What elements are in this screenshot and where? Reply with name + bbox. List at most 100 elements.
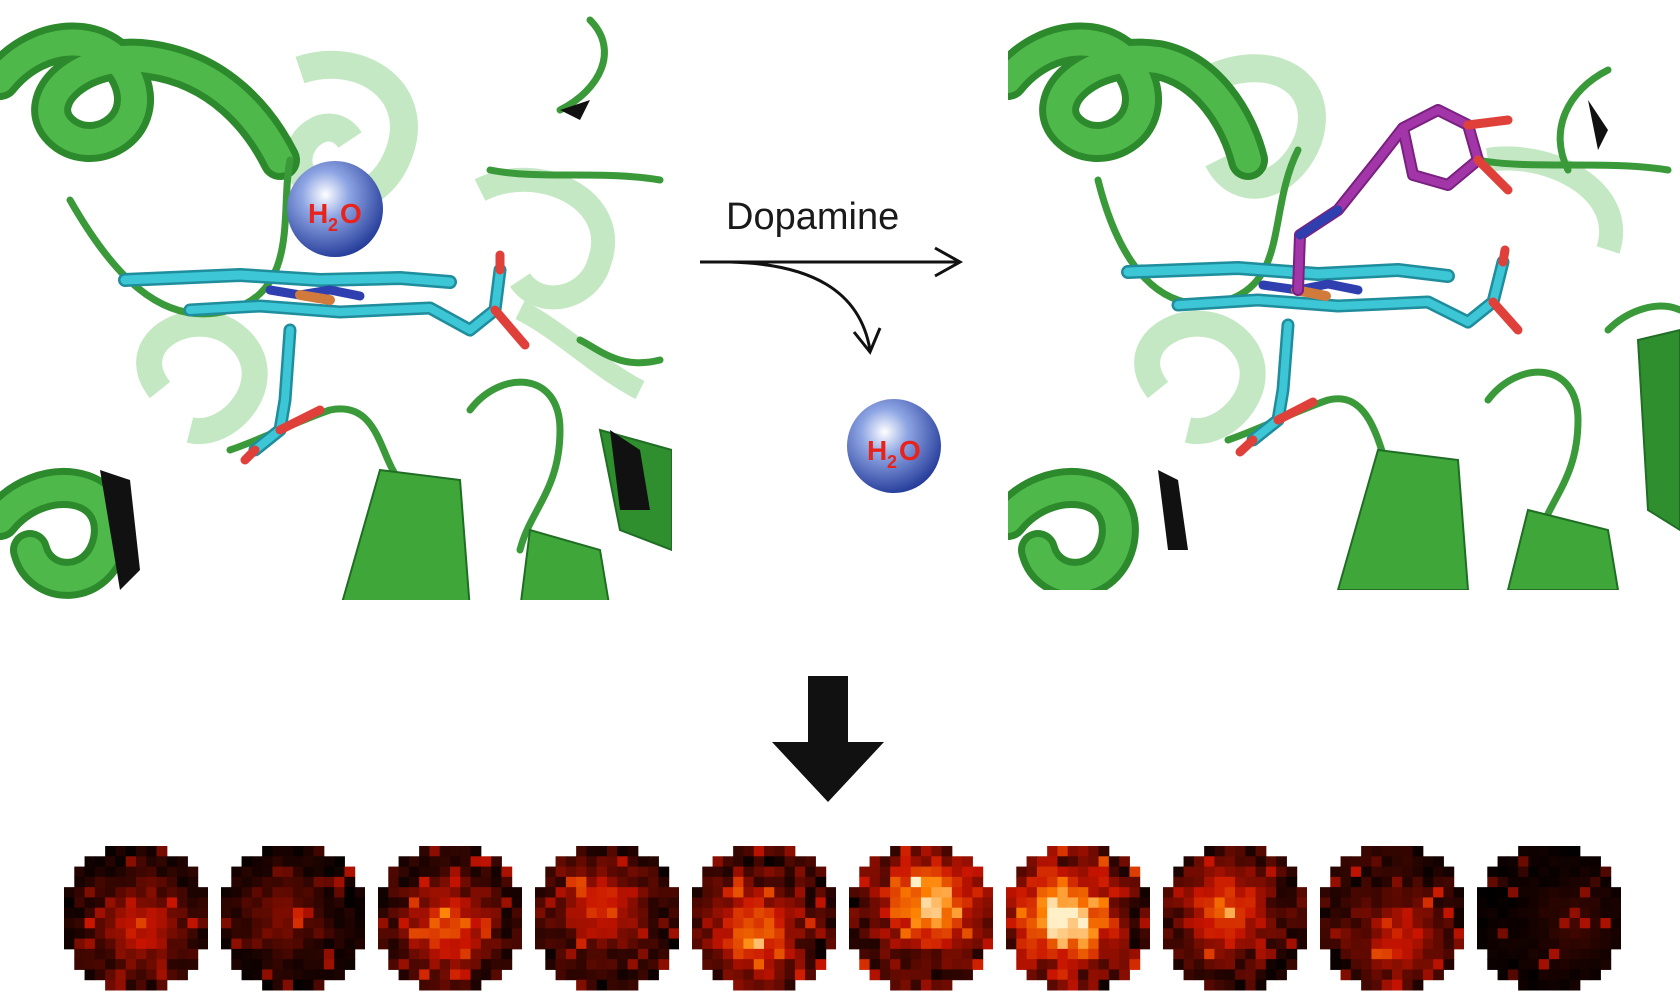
heatmap-pixel (586, 948, 598, 960)
heatmap-pixel (1016, 897, 1028, 909)
heatmap-pixel (753, 969, 765, 981)
heatmap-pixel (1255, 897, 1267, 909)
heatmap-pixel (1549, 969, 1560, 981)
heatmap-pixel (931, 907, 943, 919)
heatmap-pixel (187, 866, 199, 878)
heatmap-pixel (815, 897, 827, 909)
heatmap-pixel (849, 907, 860, 919)
heatmap-pixel (1224, 948, 1236, 960)
heatmap-pixel (1214, 846, 1226, 857)
heatmap-pixel (805, 907, 816, 919)
heatmap-pixel (1078, 856, 1089, 868)
heatmap-pixel (1381, 979, 1393, 991)
heatmap-pixel (1119, 918, 1130, 929)
heatmap-pixel (460, 948, 472, 960)
heatmap-pixel (388, 876, 400, 888)
heatmap-pixel (1590, 887, 1601, 898)
heatmap-pixel (1276, 959, 1287, 970)
heatmap-pixel (491, 959, 502, 970)
heatmap-pixel (545, 918, 557, 929)
heatmap-pixel (565, 928, 577, 940)
heatmap-pixel (617, 856, 629, 868)
heatmap-pixel (64, 918, 75, 929)
heatmap-pixel (313, 897, 325, 909)
heatmap-pixel (344, 907, 356, 919)
heatmap-pixel (627, 897, 639, 909)
heatmap-pixel (565, 969, 577, 981)
heatmap-pixel (1006, 918, 1017, 929)
heatmap-pixel (1487, 918, 1499, 929)
heatmap-pixel (1224, 876, 1236, 888)
down-arrow (772, 676, 884, 802)
heatmap-pixel (637, 928, 649, 940)
heatmap-pixel (1286, 866, 1298, 878)
heatmap-pixel (1098, 887, 1110, 898)
heatmap-pixel (1193, 928, 1205, 940)
heatmap-pixel (1371, 948, 1383, 960)
heatmap-scan-2 (221, 846, 365, 991)
heatmap-pixel (1098, 846, 1110, 857)
heatmap-pixel (480, 876, 492, 888)
heatmap-pixel (565, 907, 577, 919)
heatmap-pixel (491, 887, 502, 898)
heatmap-pixel (1047, 928, 1058, 940)
heatmap-pixel (1006, 938, 1017, 950)
heatmap-pixel (1016, 959, 1028, 970)
heatmap-pixel (136, 866, 147, 878)
heatmap-pixel (262, 918, 273, 929)
heatmap-pixel (1538, 876, 1550, 888)
heatmap-pixel (1538, 897, 1550, 909)
heatmap-pixel (1276, 918, 1287, 929)
heatmap-pixel (166, 876, 178, 888)
heatmap-pixel (1433, 887, 1444, 898)
heatmap-pixel (511, 897, 522, 909)
heatmap-pixel (1224, 969, 1236, 981)
heatmap-pixel (910, 928, 922, 940)
heatmap-scan-4 (535, 846, 679, 991)
heatmap-pixel (1330, 928, 1342, 940)
heatmap-pixel (1276, 948, 1287, 960)
heatmap-pixel (1600, 887, 1612, 898)
heatmap-pixel (1569, 887, 1581, 898)
heatmap-pixel (733, 846, 744, 857)
heatmap-pixel (1487, 928, 1499, 940)
heatmap-pixel (1047, 918, 1058, 929)
heatmap-pixel (1214, 928, 1226, 940)
heatmap-pixel (1235, 928, 1246, 940)
heatmap-pixel (1528, 846, 1540, 857)
heatmap-pixel (1193, 897, 1205, 909)
heatmap-pixel (972, 948, 984, 960)
heatmap-pixel (303, 969, 315, 981)
heatmap-pixel (1265, 959, 1277, 970)
heatmap-pixel (64, 938, 75, 950)
heatmap-pixel (890, 876, 901, 888)
heatmap-pixel (1487, 887, 1499, 898)
heatmap-pixel (1350, 918, 1362, 929)
heatmap-pixel (94, 959, 106, 970)
heatmap-pixel (617, 979, 629, 991)
heatmap-pixel (1098, 876, 1110, 888)
heatmap-pixel (1518, 959, 1529, 970)
heatmap-pixel (658, 866, 670, 878)
heatmap-pixel (1538, 856, 1550, 868)
heatmap-pixel (1330, 876, 1342, 888)
heatmap-pixel (344, 948, 356, 960)
heatmap-pixel (784, 887, 796, 898)
heatmap-pixel (1214, 887, 1226, 898)
heatmap-pixel (166, 907, 178, 919)
heatmap-pixel (1549, 887, 1560, 898)
heatmap-pixel (156, 918, 168, 929)
heatmap-pixel (480, 887, 492, 898)
heatmap-pixel (1507, 969, 1519, 981)
heatmap-pixel (450, 948, 461, 960)
heatmap-pixel (869, 928, 881, 940)
heatmap-pixel (962, 876, 973, 888)
heatmap-pixel (648, 856, 659, 868)
heatmap-pixel (1214, 866, 1226, 878)
heatmap-pixel (1057, 979, 1069, 991)
heatmap-pixel (262, 866, 273, 878)
heatmap-pixel (303, 876, 315, 888)
heatmap-pixel (177, 918, 188, 929)
heatmap-pixel (115, 856, 127, 868)
heatmap-pixel (1518, 897, 1529, 909)
